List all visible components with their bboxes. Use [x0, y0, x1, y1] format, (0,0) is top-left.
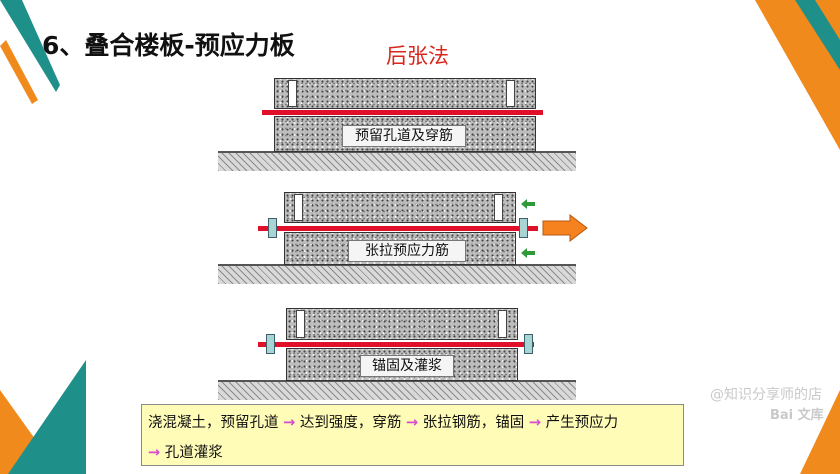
anchor-plate-right-3	[524, 334, 533, 354]
summary-step-2: 达到强度，穿筋	[299, 415, 402, 431]
summary-step-1: 浇混凝土，预留孔道	[148, 415, 279, 431]
tendon-1	[262, 110, 543, 115]
method-label: 后张法	[386, 44, 449, 68]
anchor-plate-right-2	[519, 218, 528, 238]
summary-line-2: → 孔道灌浆	[148, 441, 223, 462]
tendon-2	[258, 226, 538, 231]
summary-line-1: 浇混凝土，预留孔道 → 达到强度，穿筋 → 张拉钢筋，锚固 → 产生预应力	[148, 411, 618, 432]
corner-decoration-top-left	[0, 0, 60, 104]
duct-slot-right-3	[498, 310, 507, 338]
flow-arrow-icon: →	[528, 415, 542, 431]
watermark-logo: Bai 文库	[770, 408, 824, 423]
stage-caption-1: 预留孔道及穿筋	[342, 125, 466, 147]
duct-slot-left-1	[288, 80, 297, 107]
duct-slot-left-2	[294, 194, 303, 221]
flow-arrow-icon: →	[405, 415, 419, 431]
stage-caption-3: 锚固及灌浆	[360, 355, 454, 377]
tendon-3	[258, 342, 534, 347]
tension-direction-arrow-icon	[542, 214, 588, 242]
push-arrow-lower-icon	[521, 248, 535, 258]
duct-slot-left-3	[296, 310, 305, 338]
watermark-text: @知识分享师的店	[710, 387, 822, 403]
flow-arrow-icon: →	[148, 445, 161, 461]
flow-arrow-icon: →	[283, 415, 296, 431]
summary-step-5: 孔道灌浆	[164, 445, 223, 461]
summary-step-3: 张拉钢筋，锚固	[422, 415, 525, 431]
corner-decoration-top-right	[755, 0, 840, 150]
duct-slot-right-1	[506, 80, 515, 107]
ground-3	[218, 380, 576, 400]
duct-slot-right-2	[494, 194, 503, 221]
anchor-plate-left-3	[266, 334, 275, 354]
anchor-plate-left-2	[268, 218, 277, 238]
slab-upper-3	[286, 308, 518, 340]
process-summary-box: 浇混凝土，预留孔道 → 达到强度，穿筋 → 张拉钢筋，锚固 → 产生预应力 → …	[141, 404, 684, 466]
summary-step-4: 产生预应力	[545, 415, 619, 431]
slab-upper-1	[274, 78, 536, 109]
stage-caption-2: 张拉预应力筋	[348, 240, 466, 262]
ground-2	[218, 264, 576, 284]
push-arrow-upper-icon	[521, 199, 535, 209]
corner-decoration-bottom-left	[0, 360, 86, 474]
slab-upper-2	[284, 192, 516, 223]
slide-title: 6、叠合楼板-预应力板	[42, 31, 295, 60]
corner-decoration-bottom-right	[800, 390, 840, 474]
ground-1	[218, 151, 576, 171]
